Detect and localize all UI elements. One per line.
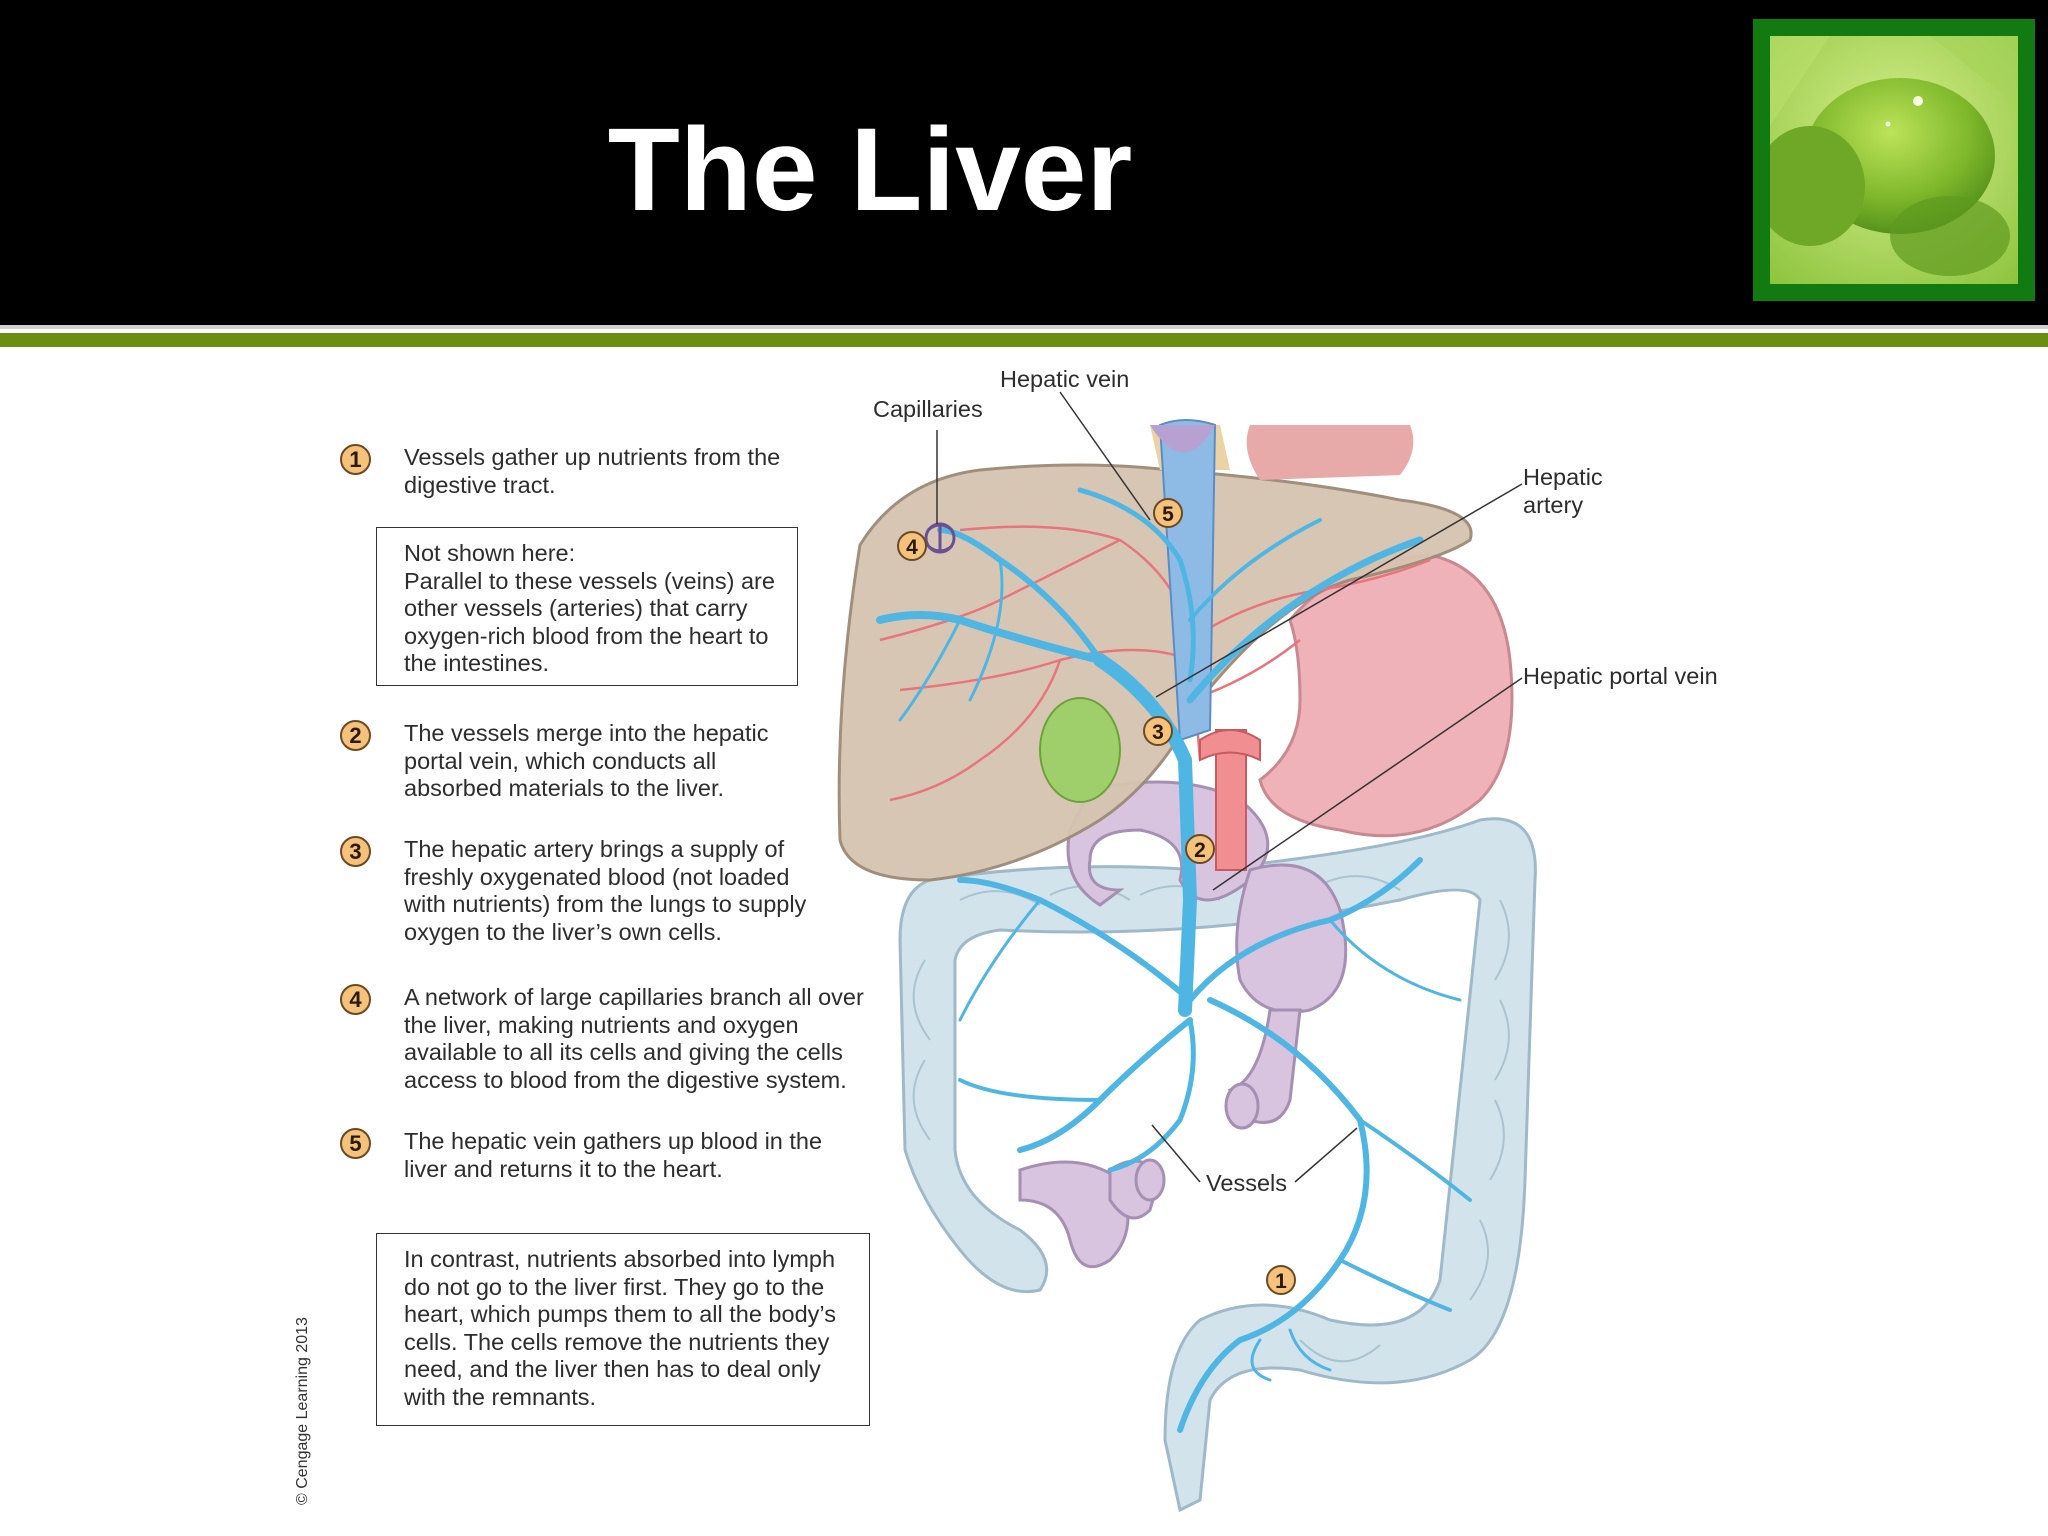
accent-rule	[0, 333, 2048, 347]
liver	[837, 463, 1473, 882]
large-intestine	[898, 817, 1537, 1513]
diagram-badge-2: 2	[1185, 834, 1215, 864]
step-text: A network of large capillaries branch al…	[404, 984, 864, 1093]
step-text: The hepatic vein gathers up blood in the…	[404, 1128, 823, 1182]
diagram-badge-5: 5	[1153, 498, 1183, 528]
svg-text:4: 4	[906, 536, 918, 559]
heart	[1246, 425, 1414, 480]
label-capillaries: Capillaries	[873, 396, 983, 422]
label-hepatic-portal-vein: Hepatic portal vein	[1523, 663, 1718, 689]
step-badge: 5	[340, 1128, 371, 1159]
capillary-cluster	[924, 522, 956, 554]
note-text: Not shown here: Parallel to these vessel…	[404, 540, 775, 676]
step-text: Vessels gather up nutrients from the dig…	[404, 444, 781, 498]
slide-title: The Liver	[607, 104, 1133, 236]
svg-text:5: 5	[1162, 503, 1174, 526]
note-contrast: In contrast, nutrients absorbed into lym…	[376, 1233, 870, 1426]
label-hepatic-vein: Hepatic vein	[1000, 366, 1130, 392]
pea-thumbnail	[1753, 19, 2035, 301]
hepatic-portal-vein	[876, 487, 1472, 1433]
svg-text:2: 2	[1194, 839, 1206, 862]
note-text: In contrast, nutrients absorbed into lym…	[404, 1246, 836, 1410]
step-text: The hepatic artery brings a supply of fr…	[404, 836, 807, 945]
svg-text:1: 1	[1275, 1270, 1287, 1293]
title-bar: The Liver	[0, 0, 2048, 325]
small-intestine	[1018, 780, 1348, 1269]
diagram-badge-4: 4	[897, 531, 927, 561]
step-badge: 2	[340, 720, 371, 751]
gallbladder	[1039, 697, 1121, 803]
header-divider	[0, 325, 2048, 329]
step-text: The vessels merge into the hepatic porta…	[404, 720, 769, 801]
diagram-badges: 1 2 3 4 5	[897, 498, 1296, 1295]
note-not-shown: Not shown here: Parallel to these vessel…	[376, 527, 798, 686]
label-hepatic-artery: Hepatic artery	[1523, 464, 1603, 518]
step-badge: 3	[340, 836, 371, 867]
label-vessels: Vessels	[1206, 1170, 1287, 1196]
diagram-badge-3: 3	[1143, 716, 1173, 746]
leader-lines	[936, 391, 1523, 1183]
step-badge: 1	[340, 444, 371, 475]
green-pea-thumbnail-image	[1770, 36, 2018, 284]
step-badge: 4	[340, 984, 371, 1015]
diagram-badge-1: 1	[1266, 1265, 1296, 1295]
svg-text:3: 3	[1152, 721, 1164, 744]
